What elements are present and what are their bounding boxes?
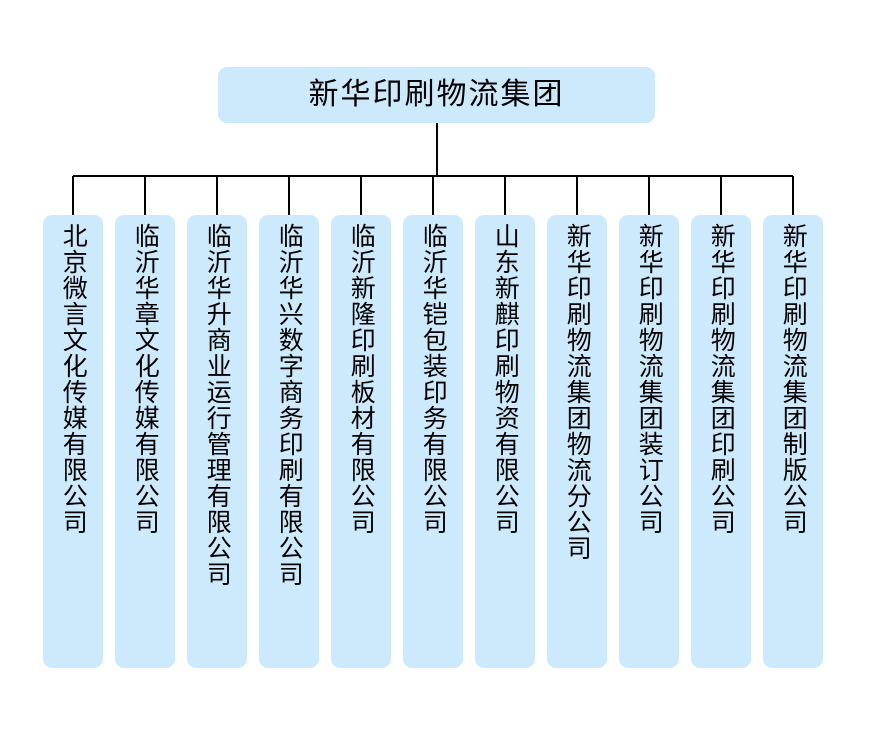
org-node-child-7-label: 山东新麒印刷物资有限公司 (491, 223, 521, 535)
org-node-child-2-label: 临沂华章文化传媒有限公司 (131, 223, 161, 535)
org-node-child-6[interactable]: 临沂华铠包装印务有限公司 (403, 215, 463, 668)
org-node-child-10-label: 新华印刷物流集团印刷公司 (707, 223, 737, 535)
org-node-child-4[interactable]: 临沂华兴数字商务印刷有限公司 (259, 215, 319, 668)
org-node-child-5[interactable]: 临沂新隆印刷板材有限公司 (331, 215, 391, 668)
org-children-row: 北京微言文化传媒有限公司 临沂华章文化传媒有限公司 临沂华升商业运行管理有限公司… (43, 215, 823, 668)
org-node-root[interactable]: 新华印刷物流集团 (218, 67, 655, 123)
org-node-child-5-label: 临沂新隆印刷板材有限公司 (347, 223, 377, 535)
org-node-child-2[interactable]: 临沂华章文化传媒有限公司 (115, 215, 175, 668)
org-node-child-1[interactable]: 北京微言文化传媒有限公司 (43, 215, 103, 668)
org-node-child-9-label: 新华印刷物流集团装订公司 (635, 223, 665, 535)
org-node-child-8[interactable]: 新华印刷物流集团物流分公司 (547, 215, 607, 668)
org-node-child-11-label: 新华印刷物流集团制版公司 (779, 223, 809, 535)
org-node-child-10[interactable]: 新华印刷物流集团印刷公司 (691, 215, 751, 668)
org-node-child-9[interactable]: 新华印刷物流集团装订公司 (619, 215, 679, 668)
org-node-child-6-label: 临沂华铠包装印务有限公司 (419, 223, 449, 535)
org-node-child-4-label: 临沂华兴数字商务印刷有限公司 (275, 223, 305, 587)
org-node-child-1-label: 北京微言文化传媒有限公司 (59, 223, 89, 535)
org-node-child-8-label: 新华印刷物流集团物流分公司 (563, 223, 593, 561)
org-node-child-7[interactable]: 山东新麒印刷物资有限公司 (475, 215, 535, 668)
org-node-child-3[interactable]: 临沂华升商业运行管理有限公司 (187, 215, 247, 668)
org-node-child-3-label: 临沂华升商业运行管理有限公司 (203, 223, 233, 587)
org-node-child-11[interactable]: 新华印刷物流集团制版公司 (763, 215, 823, 668)
org-node-root-label: 新华印刷物流集团 (308, 77, 565, 112)
